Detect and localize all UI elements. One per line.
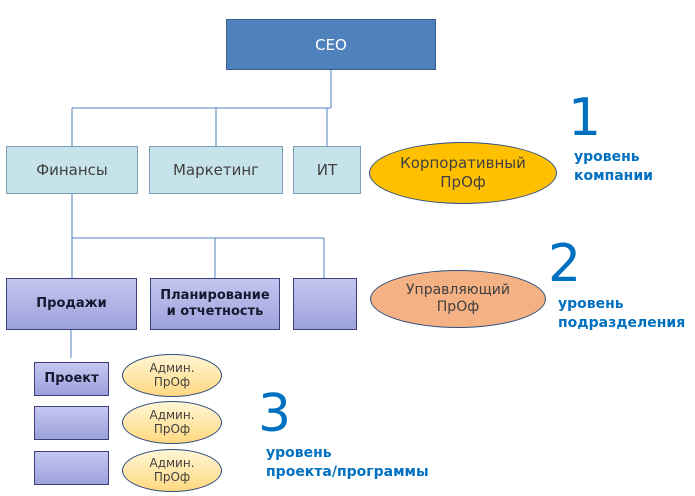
project-label: Проект <box>44 371 99 387</box>
planning-label-line2: и отчетность <box>166 304 264 319</box>
admin-pmo-ellipse-1: Админ. ПрОф <box>122 354 222 397</box>
planning-label-line1: Планирование <box>160 288 270 304</box>
managing-pmo-line2: ПрОф <box>436 299 480 315</box>
level1-caption: уровень компании <box>574 148 653 186</box>
admin-pmo-3-line1: Админ. <box>149 455 195 470</box>
corporate-pmo-line1: Корпоративный <box>400 154 526 173</box>
sales-box: Продажи <box>6 278 137 330</box>
level2-caption: уровень подразделения <box>558 295 685 333</box>
admin-pmo-ellipse-2: Админ. ПрОф <box>122 401 222 444</box>
level2-caption-line2: подразделения <box>558 314 686 331</box>
ceo-label: CEO <box>315 35 347 54</box>
admin-pmo-1-line2: ПрОф <box>153 374 191 389</box>
blank-unit-box <box>293 278 357 330</box>
level1-caption-line1: уровень <box>574 149 640 165</box>
corporate-pmo-line2: ПрОф <box>440 173 486 191</box>
level1-number: 1 <box>568 88 602 148</box>
admin-pmo-2-line1: Админ. <box>149 407 195 422</box>
finance-label: Финансы <box>36 161 108 179</box>
level2-number: 2 <box>548 234 582 294</box>
marketing-label: Маркетинг <box>172 161 260 179</box>
admin-pmo-1-line1: Админ. <box>149 360 195 375</box>
project-box: Проект <box>34 362 109 396</box>
ceo-box: CEO <box>226 19 436 70</box>
admin-pmo-ellipse-3: Админ. ПрОф <box>122 449 222 492</box>
finance-box: Финансы <box>6 146 138 194</box>
managing-pmo-ellipse: Управляющий ПрОф <box>370 270 546 328</box>
level3-caption: уровень проекта/программы <box>266 444 429 482</box>
level2-caption-line1: уровень <box>558 296 624 312</box>
level1-caption-line2: компании <box>574 167 653 184</box>
sales-label: Продажи <box>36 296 107 312</box>
it-label: ИТ <box>316 161 338 179</box>
it-box: ИТ <box>293 146 361 194</box>
corporate-pmo-ellipse: Корпоративный ПрОф <box>369 142 557 204</box>
marketing-box: Маркетинг <box>149 146 283 194</box>
admin-pmo-2-line2: ПрОф <box>153 421 191 436</box>
level3-caption-line1: уровень <box>266 445 332 461</box>
managing-pmo-line1: Управляющий <box>406 281 510 298</box>
project-box-3 <box>34 451 109 485</box>
project-box-2 <box>34 406 109 440</box>
level3-number: 3 <box>258 384 292 444</box>
planning-box: Планирование и отчетность <box>150 278 280 330</box>
level3-caption-line2: проекта/программы <box>266 463 429 480</box>
admin-pmo-3-line2: ПрОф <box>153 469 191 484</box>
